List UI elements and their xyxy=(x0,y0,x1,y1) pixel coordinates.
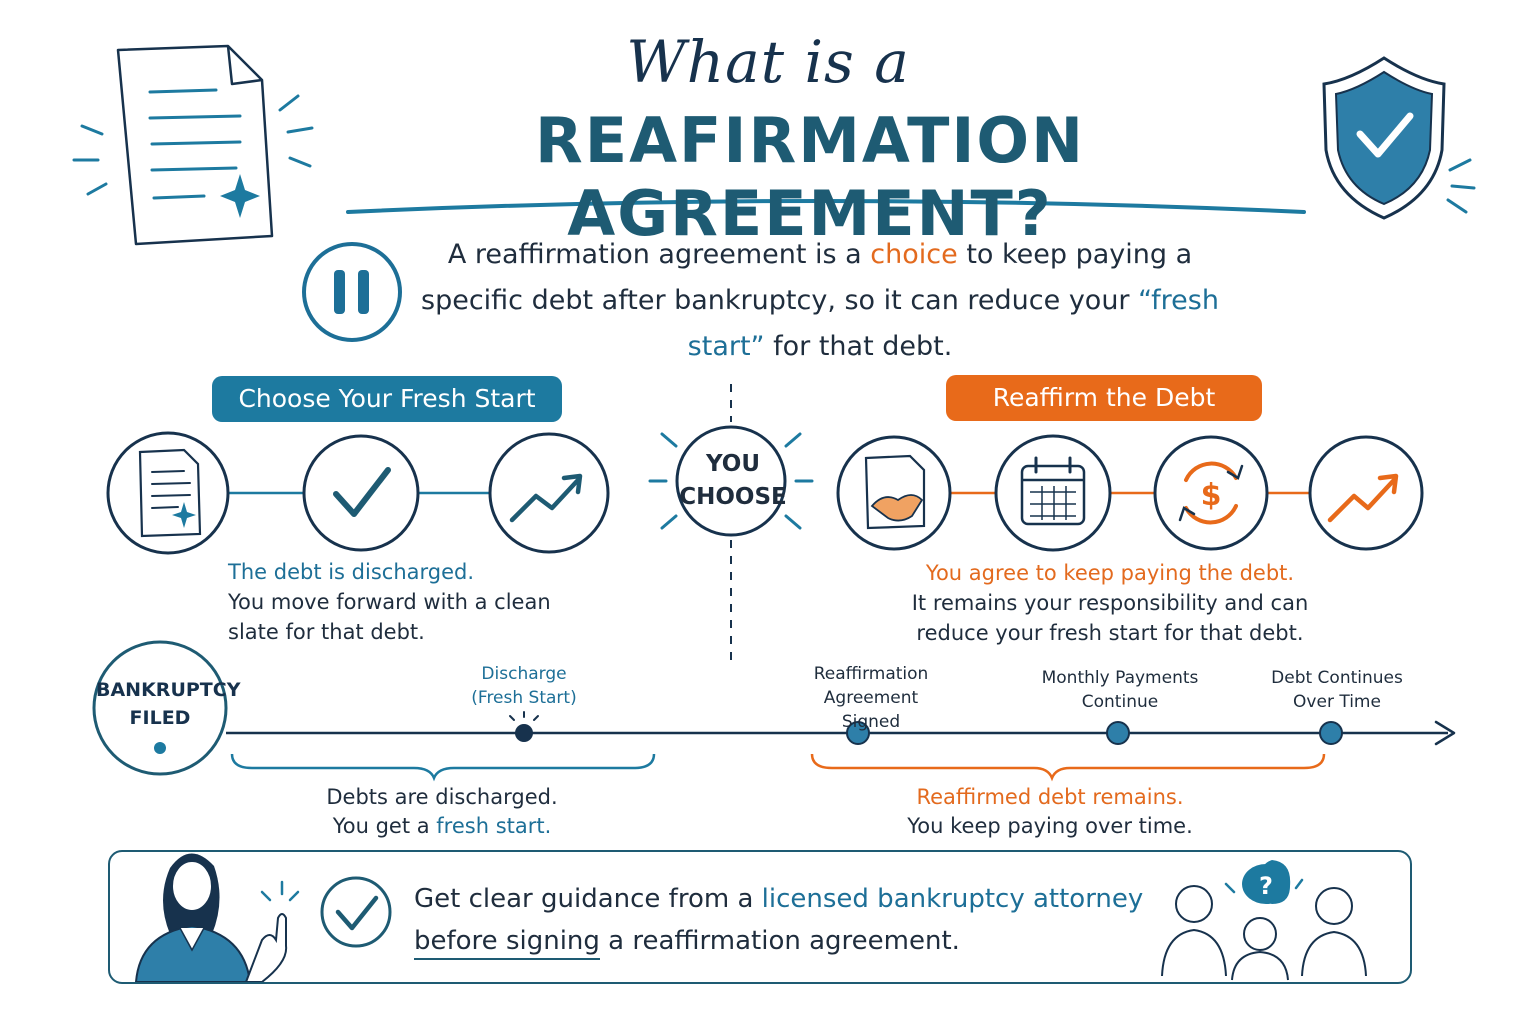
discharge-note-line-1: Debts are discharged. xyxy=(326,785,558,809)
intro-highlight-fresh-start: “fresh start” xyxy=(687,285,1219,362)
guidance-underlined: before signing xyxy=(414,926,600,960)
reaffirmed-note: Reaffirmed debt remains. You keep paying… xyxy=(890,783,1210,841)
guidance-text: Get clear guidance from a licensed bankr… xyxy=(414,878,1154,962)
reaffirmed-note-line-2: You keep paying over time. xyxy=(907,814,1193,838)
timeline-event-continues-line-1: Debt Continues xyxy=(1271,668,1403,688)
intro-part-2: to keep paying a specific debt after ban… xyxy=(421,239,1193,316)
you-choose-badge xyxy=(648,425,814,537)
guidance-part-2: a reaffirmation agreement. xyxy=(599,926,960,956)
right-path-calendar-icon xyxy=(994,434,1112,552)
pause-icon xyxy=(302,242,402,342)
timeline-event-monthly: Monthly Payments Continue xyxy=(1040,666,1200,714)
right-path-handshake-document-icon xyxy=(836,435,952,551)
reaffirm-heading: Reaffirm the Debt xyxy=(946,375,1262,421)
discharge-note: Debts are discharged. You get a fresh st… xyxy=(282,783,602,841)
intro-text: A reaffirmation agreement is a choice to… xyxy=(420,232,1220,370)
page-title: REAFIRMATION AGREEMENT? xyxy=(534,104,1086,250)
you-choose-line-1: YOU xyxy=(705,451,761,477)
discharge-note-line-2-text: You get a xyxy=(332,814,437,838)
intro-highlight-choice: choice xyxy=(870,239,958,270)
bankruptcy-filed-line-2: FILED xyxy=(129,707,191,729)
bankruptcy-filed-line-1: BANKRUPTCY xyxy=(96,679,241,701)
fresh-start-body: You move forward with a clean slate for … xyxy=(228,590,551,644)
timeline-event-discharge: Discharge (Fresh Start) xyxy=(454,662,594,710)
timeline-event-signed-line-2: Signed xyxy=(841,712,901,732)
accent-dashes-left xyxy=(72,94,314,196)
left-path-document-icon xyxy=(106,431,230,555)
guidance-box xyxy=(108,850,1412,984)
you-choose-line-2: CHOOSE xyxy=(679,484,787,510)
attorney-avatar xyxy=(134,853,300,983)
reaffirm-description: You agree to keep paying the debt. It re… xyxy=(900,558,1320,648)
reaffirm-body: It remains your responsibility and can r… xyxy=(911,591,1309,645)
title-underline xyxy=(346,199,1306,214)
right-brace xyxy=(810,753,1326,782)
you-choose-label: YOU CHOOSE xyxy=(678,448,788,514)
left-brace xyxy=(230,753,656,782)
timeline-event-discharge-line-2: (Fresh Start) xyxy=(471,688,577,708)
svg-text:$: $ xyxy=(1201,478,1222,513)
timeline xyxy=(92,640,1456,776)
guidance-part-1: Get clear guidance from a xyxy=(414,884,762,914)
shield-check-icon xyxy=(1322,56,1446,220)
timeline-event-monthly-line-1: Monthly Payments xyxy=(1041,668,1199,688)
people-group-icon: ? xyxy=(1161,860,1367,981)
timeline-event-continues-line-2: Over Time xyxy=(1293,692,1381,712)
guidance-attorney-highlight: licensed bankruptcy attorney xyxy=(761,884,1144,914)
discharge-note-line-2: You get a fresh start. xyxy=(282,812,602,841)
timeline-event-signed-line-1: Reaffirmation Agreement xyxy=(813,664,929,708)
timeline-event-monthly-line-2: Continue xyxy=(1081,692,1159,712)
accent-dashes-right xyxy=(1446,158,1476,214)
intro-part-3: for that debt. xyxy=(764,331,953,362)
reaffirm-lead: You agree to keep paying the debt. xyxy=(925,561,1295,585)
title-line-1: What is a xyxy=(626,28,910,96)
right-path-trend-up-icon xyxy=(1308,435,1424,551)
left-path-trend-up-icon xyxy=(488,432,610,554)
left-path-checkmark-icon xyxy=(302,434,420,552)
svg-text:?: ? xyxy=(1259,872,1273,900)
right-path-dollar-cycle-icon: $ xyxy=(1153,435,1269,551)
guidance-check-icon xyxy=(320,876,392,948)
intro-part-1: A reaffirmation agreement is a xyxy=(447,239,871,270)
fresh-start-description: The debt is discharged. You move forward… xyxy=(228,557,588,647)
fresh-start-heading: Choose Your Fresh Start xyxy=(212,376,562,422)
fresh-start-lead: The debt is discharged. xyxy=(228,560,475,584)
timeline-event-signed: Reaffirmation Agreement Signed xyxy=(766,662,976,734)
discharge-note-highlight: fresh start. xyxy=(436,814,552,838)
reaffirmed-note-lead: Reaffirmed debt remains. xyxy=(916,785,1184,809)
document-icon xyxy=(116,44,274,246)
timeline-event-discharge-line-1: Discharge xyxy=(481,664,567,684)
timeline-event-continues: Debt Continues Over Time xyxy=(1262,666,1412,714)
bankruptcy-filed-label: BANKRUPTCY FILED xyxy=(96,676,241,732)
